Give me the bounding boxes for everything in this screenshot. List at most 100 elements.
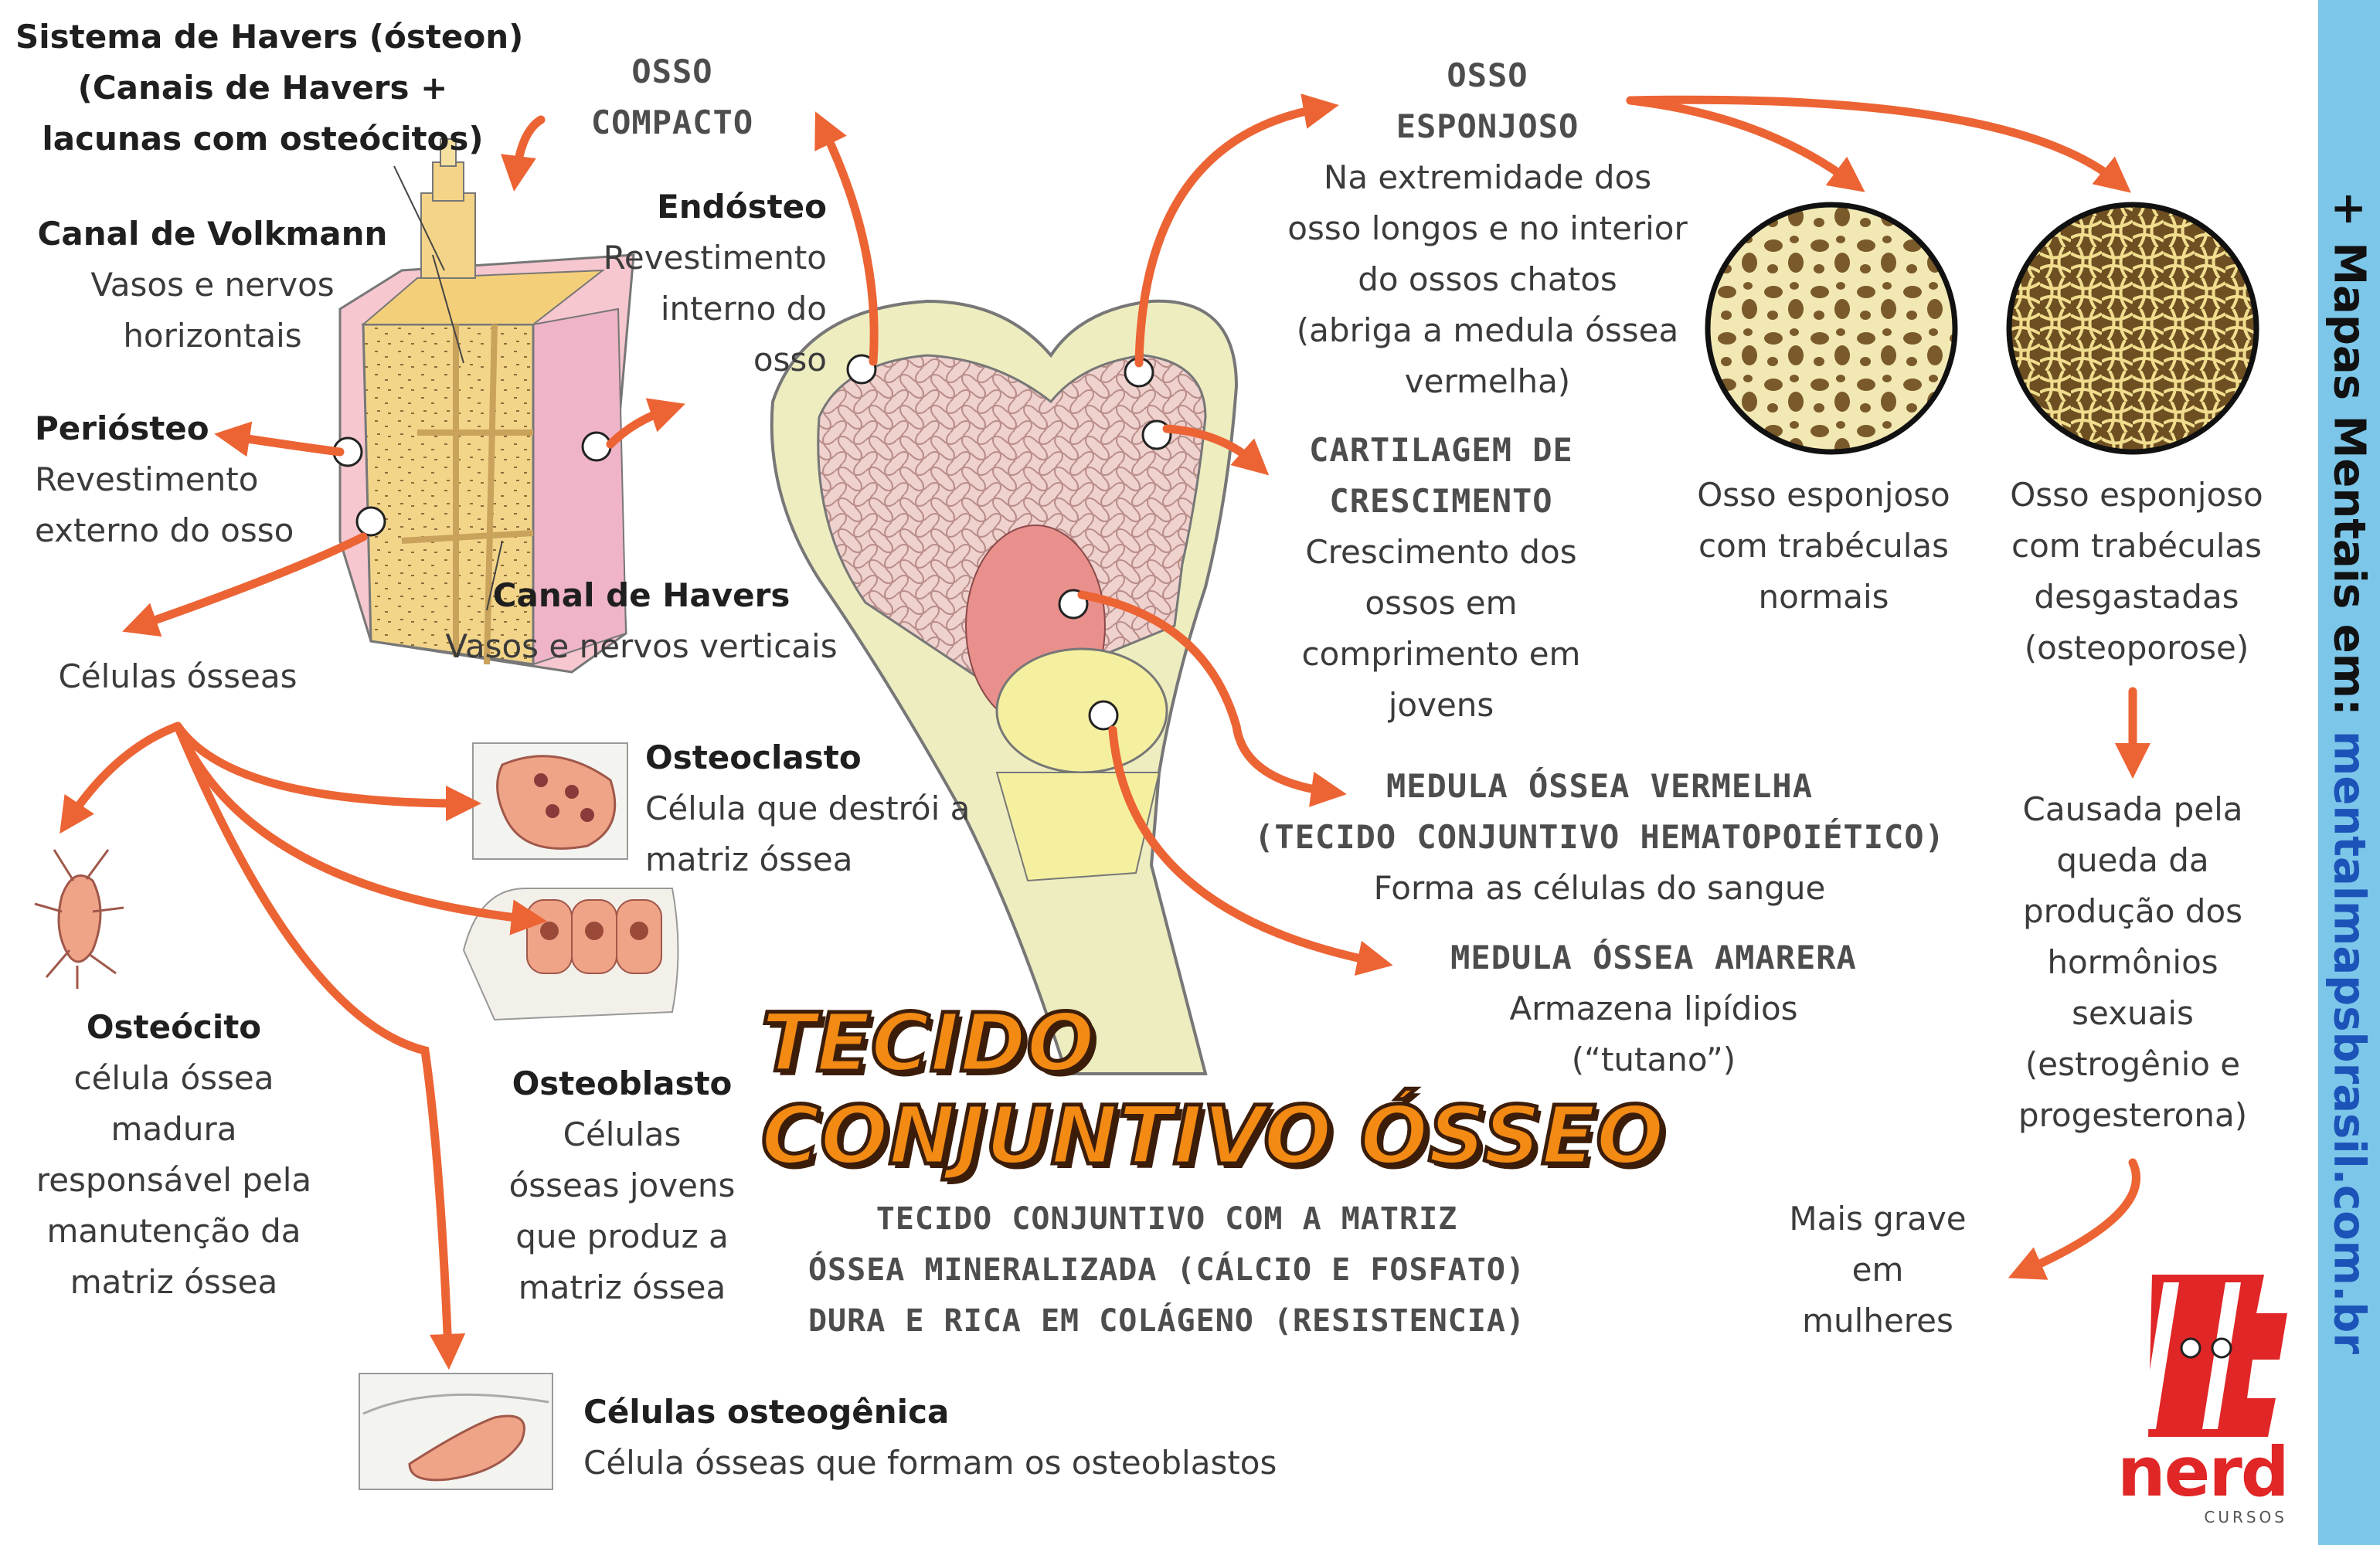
cartilagem-desc-2: ossos em <box>1365 584 1518 622</box>
mais-grave-line-2: em <box>1851 1251 1904 1289</box>
osteoclasto-desc-2: matriz óssea <box>645 840 853 878</box>
esponjoso-desgastado-caption: Osso esponjoso com trabéculas desgastada… <box>1974 470 2299 674</box>
periosteo-title: Periósteo <box>35 409 209 447</box>
sidebar-url[interactable]: mentalmapsbrasil.com.br <box>2324 731 2375 1355</box>
nerd-logo-sub: CURSOS <box>2204 1508 2287 1526</box>
osso-compacto-label: OSSO COMPACTO <box>556 46 788 148</box>
sidebar-prefix: + Mapas Mentais em: <box>2324 190 2375 732</box>
nerd-logo-word: nerd <box>2117 1432 2290 1512</box>
esponjoso-desgastado-line-4: (osteoporose) <box>2024 629 2249 667</box>
osteoblasto-title: Osteoblasto <box>512 1065 733 1102</box>
havers-system-line-1: Sistema de Havers (ósteon) <box>15 18 524 56</box>
causa-line-7: progesterona) <box>2018 1096 2248 1134</box>
celulas-osseas-label: Células ósseas <box>58 657 298 695</box>
osteoblasto-block: Osteoblasto Células ósseas jovens que pr… <box>487 1058 757 1313</box>
cartilagem-desc-3: comprimento em <box>1301 635 1581 673</box>
osso-esponjoso-desc-5: vermelha) <box>1404 362 1571 400</box>
havers-system-label: Sistema de Havers (ósteon) (Canais de Ha… <box>15 12 524 165</box>
causa-line-4: hormônios <box>2047 943 2218 981</box>
medula-vermelha-desc: Forma as células do sangue <box>1373 869 1826 907</box>
osteocito-desc-4: manutenção da <box>46 1212 301 1250</box>
osso-esponjoso-desc-1: Na extremidade dos <box>1323 158 1652 196</box>
subtitle-block: TECIDO CONJUNTIVO COM A MATRIZ ÓSSEA MIN… <box>750 1194 1584 1346</box>
medula-amarela-title: MEDULA ÓSSEA AMARERA <box>1450 939 1857 976</box>
medula-vermelha-title-2: (TECIDO CONJUNTIVO HEMATOPOIÉTICO) <box>1254 818 1945 856</box>
cartilagem-block: CARTILAGEM DE CRESCIMENTO Crescimento do… <box>1267 425 1615 731</box>
osteoblast-image <box>462 888 679 1021</box>
osteocito-desc-1: célula óssea <box>73 1059 274 1097</box>
havers-system-line-3: lacunas com osteócitos) <box>42 120 484 158</box>
volkmann-desc-1: Vasos e nervos <box>90 266 335 304</box>
osteogenica-title: Células osteogênica <box>583 1393 950 1431</box>
osteoclast-image <box>472 742 628 860</box>
causa-line-5: sexuais <box>2072 994 2194 1032</box>
osteocito-desc-5: matriz óssea <box>70 1263 278 1301</box>
subtitle-line-1: TECIDO CONJUNTIVO COM A MATRIZ <box>876 1201 1458 1237</box>
endosteo-desc-2: interno do <box>660 290 827 328</box>
osteocyte-image <box>34 849 124 989</box>
osteogenica-block: Células osteogênica Célula ósseas que fo… <box>583 1387 1277 1489</box>
esponjoso-normal-line-2: com trabéculas <box>1698 527 1950 565</box>
long-bone-illustration <box>770 299 1239 1075</box>
osso-esponjoso-desc-2: osso longos e no interior <box>1287 209 1688 247</box>
arrows <box>60 93 2151 1370</box>
volkmann-block: Canal de Volkmann Vasos e nervos horizon… <box>31 209 394 362</box>
osteocito-title: Osteócito <box>86 1008 262 1046</box>
osteoblasto-desc-4: matriz óssea <box>518 1268 726 1306</box>
havers-canal-desc: Vasos e nervos verticais <box>445 627 838 665</box>
osteoblasto-desc-1: Células <box>563 1115 682 1153</box>
osso-esponjoso-desc-4: (abriga a medula óssea <box>1296 311 1679 349</box>
osteogenic-cell-image <box>359 1373 553 1490</box>
endosteo-block: Endósteo Revestimento interno do osso <box>564 182 827 385</box>
nerd-logo-text: nerd CURSOS <box>2117 1432 2290 1527</box>
mais-grave-line-1: Mais grave <box>1789 1200 1967 1238</box>
osteocito-block: Osteócito célula óssea madura responsáve… <box>15 1002 332 1308</box>
nerd-logo <box>2140 1275 2287 1437</box>
osteogenica-desc: Célula ósseas que formam os osteoblastos <box>583 1444 1277 1482</box>
causa-line-1: Causada pela <box>2022 790 2243 828</box>
medula-amarela-block: MEDULA ÓSSEA AMARERA Armazena lipídios (… <box>1383 932 1924 1085</box>
periosteo-desc-2: externo do osso <box>35 511 294 549</box>
volkmann-desc-2: horizontais <box>123 317 302 355</box>
osteoblasto-desc-2: ósseas jovens <box>508 1166 736 1204</box>
esponjoso-desgastado-line-1: Osso esponjoso <box>2010 476 2263 514</box>
osteocito-desc-2: madura <box>110 1110 237 1148</box>
causa-line-2: queda da <box>2056 841 2209 879</box>
endosteo-title: Endósteo <box>657 188 827 226</box>
volkmann-title: Canal de Volkmann <box>37 215 388 253</box>
osso-esponjoso-title-1: OSSO <box>1447 56 1528 94</box>
mais-grave-block: Mais grave em mulheres <box>1754 1194 2001 1346</box>
medula-vermelha-title-1: MEDULA ÓSSEA VERMELHA <box>1386 767 1813 805</box>
mais-grave-line-3: mulheres <box>1802 1302 1953 1340</box>
subtitle-line-2: ÓSSEA MINERALIZADA (CÁLCIO E FOSFATO) <box>808 1252 1526 1288</box>
esponjoso-desgastado-line-2: com trabéculas <box>2011 527 2263 565</box>
esponjoso-normal-caption: Osso esponjoso com trabéculas normais <box>1661 470 1986 623</box>
osteoclasto-title: Osteoclasto <box>645 739 862 776</box>
bone-block-illustration <box>332 138 635 674</box>
medula-amarela-desc-2: (“tutano”) <box>1571 1041 1736 1078</box>
endosteo-desc-1: Revestimento <box>603 239 827 277</box>
osteocito-desc-3: responsável pela <box>36 1161 312 1199</box>
osteoclasto-desc-1: Célula que destrói a <box>645 789 971 827</box>
osso-esponjoso-desc-3: do ossos chatos <box>1358 260 1617 298</box>
main-title-line-1: TECIDO <box>760 995 1097 1092</box>
medula-amarela-desc-1: Armazena lipídios <box>1509 990 1798 1027</box>
osso-esponjoso-title-2: ESPONJOSO <box>1396 107 1579 145</box>
osso-compacto-line-2: COMPACTO <box>590 104 754 141</box>
havers-system-line-2: (Canais de Havers + <box>77 69 448 107</box>
sidebar-credit: + Mapas Mentais em: mentalmapsbrasil.com… <box>2324 191 2375 1354</box>
main-title-line-2: CONJUNTIVO ÓSSEO <box>760 1088 1667 1184</box>
cartilagem-title-2: CRESCIMENTO <box>1329 482 1553 520</box>
osteoporose-causa-block: Causada pela queda da produção dos hormô… <box>1986 784 2280 1141</box>
osso-compacto-line-1: OSSO <box>631 53 713 90</box>
osteoblasto-desc-3: que produz a <box>515 1217 729 1255</box>
periosteo-desc-1: Revestimento <box>35 460 259 498</box>
osso-esponjoso-block: OSSO ESPONJOSO Na extremidade dos osso l… <box>1256 50 1719 407</box>
periosteo-block: Periósteo Revestimento externo do osso <box>35 403 294 556</box>
esponjoso-desgastado-line-3: desgastadas <box>2034 578 2239 616</box>
sidebar-strip <box>2318 0 2380 1545</box>
cartilagem-desc-4: jovens <box>1388 686 1494 724</box>
medula-vermelha-block: MEDULA ÓSSEA VERMELHA (TECIDO CONJUNTIVO… <box>1213 761 1986 914</box>
cartilagem-desc-1: Crescimento dos <box>1305 533 1577 571</box>
